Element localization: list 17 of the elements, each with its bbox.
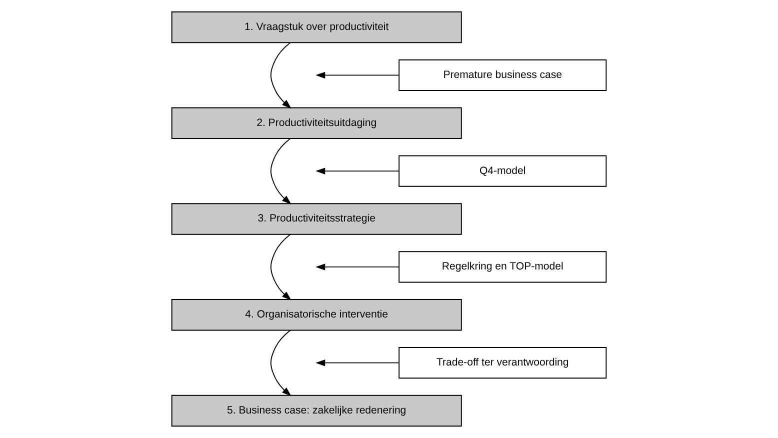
node-box: Q4-model [398, 155, 607, 187]
node-box: 4. Organisatorische interventie [171, 299, 462, 331]
node-box: 2. Productiviteitsuitdaging [171, 107, 462, 139]
node-box: 3. Productiviteitsstrategie [171, 203, 462, 235]
arrow [316, 168, 400, 174]
arrow [270, 330, 292, 396]
arrow [270, 42, 292, 109]
arrow [270, 138, 292, 205]
node-box: Trade-off ter verantwoording [398, 347, 607, 379]
arrow [316, 264, 400, 270]
arrow [270, 234, 292, 300]
node-box: 5. Business case: zakelijke redenering [171, 394, 462, 427]
node-box: Premature business case [398, 59, 607, 91]
node-box: Regelkring en TOP-model [398, 251, 607, 283]
node-box: 1. Vraagstuk over productiviteit [171, 11, 462, 44]
arrow [316, 72, 400, 79]
arrow [316, 359, 400, 366]
